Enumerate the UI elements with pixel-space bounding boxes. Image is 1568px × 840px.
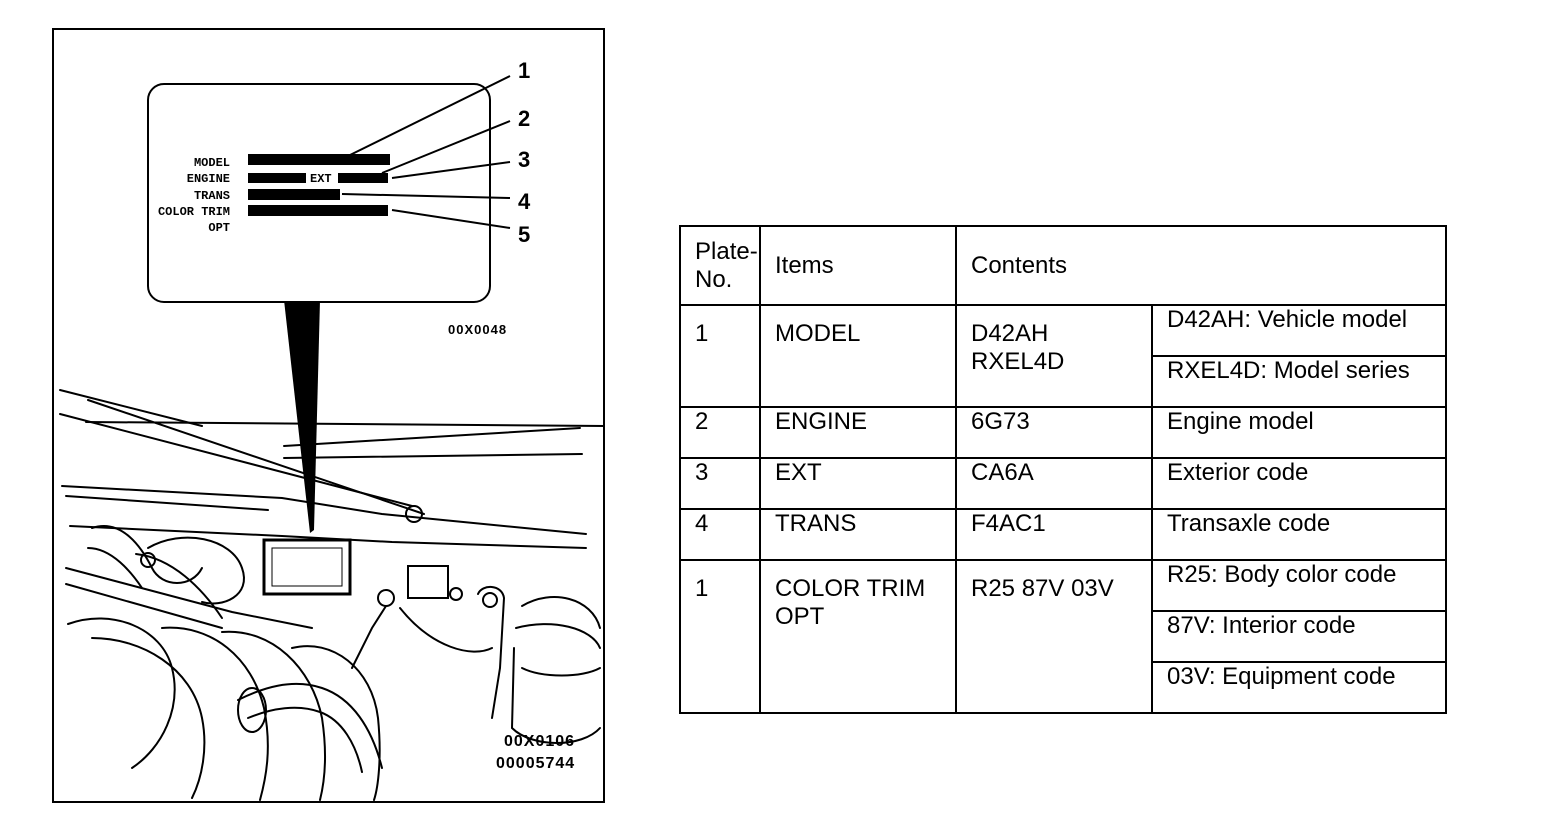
cell-item: TRANS (759, 508, 957, 561)
callout-leaders (341, 75, 511, 229)
plate-bar-trans (248, 189, 340, 200)
inset-code: 00X0048 (448, 322, 507, 337)
figure-illustration: MODEL ENGINE TRANS COLOR TRIM OPT EXT 1 … (52, 28, 605, 803)
engine-bay-linework (59, 389, 605, 801)
plate-label-engine: ENGINE (187, 172, 230, 186)
plate-label-opt: OPT (208, 221, 230, 235)
cell-plate-no: 4 (679, 508, 761, 561)
table-subrow: RXEL4D: Model series (680, 355, 1447, 408)
callout-5: 5 (518, 222, 530, 247)
table-row: 2 ENGINE 6G73 Engine model (679, 406, 1447, 459)
cell-description: Transaxle code (1151, 508, 1447, 561)
table-header-row: Plate-No. Items Contents (679, 225, 1447, 306)
cell-description: Exterior code (1151, 457, 1447, 510)
cell-plate-no: 2 (679, 406, 761, 459)
plate-label-model: MODEL (194, 156, 230, 170)
plate-label-ext: EXT (310, 172, 332, 186)
cell-description: D42AH: Vehicle model (1151, 304, 1447, 357)
figure-code: 00X0106 (504, 733, 575, 750)
cell-item: EXT (759, 457, 957, 510)
callout-4: 4 (518, 189, 531, 214)
plate-bar-engine (248, 173, 306, 183)
cell-item: MODEL (759, 304, 957, 408)
cell-description: 03V: Equipment code (1151, 661, 1447, 714)
cell-item: ENGINE (759, 406, 957, 459)
callout-1: 1 (518, 58, 530, 83)
plate-bar-ext (338, 173, 388, 183)
cell-description: R25: Body color code (1151, 559, 1447, 612)
header-plate-no: Plate-No. (679, 225, 761, 306)
cell-plate-no: 1 (679, 304, 761, 408)
table-row: 3 EXT CA6A Exterior code (679, 457, 1447, 510)
table-row: 4 TRANS F4AC1 Transaxle code (679, 508, 1447, 561)
cell-code: CA6A (955, 457, 1153, 510)
cell-description: 87V: Interior code (1151, 610, 1447, 663)
callout-3: 3 (518, 147, 530, 172)
cell-description: RXEL4D: Model series (1151, 355, 1447, 408)
cell-plate-no: 3 (679, 457, 761, 510)
plate-bar-color-trim (248, 205, 388, 216)
cell-plate-no: 1 (679, 559, 761, 714)
cell-code: 6G73 (955, 406, 1153, 459)
cell-description: Engine model (1151, 406, 1447, 459)
table-subrow: 03V: Equipment code (680, 661, 1447, 714)
header-contents: Contents (955, 225, 1447, 306)
cell-code: F4AC1 (955, 508, 1153, 561)
callout-2: 2 (518, 106, 530, 131)
cell-code: R25 87V 03V (955, 559, 1153, 714)
header-items: Items (759, 225, 957, 306)
plate-label-color-trim: COLOR TRIM (158, 205, 230, 219)
doc-code: 00005744 (496, 755, 575, 772)
table-subrow: 87V: Interior code (680, 610, 1447, 663)
vehicle-info-plate-figure: MODEL ENGINE TRANS COLOR TRIM OPT EXT 1 … (52, 28, 605, 803)
plate-label-trans: TRANS (194, 189, 230, 203)
plate-bar-model (248, 154, 390, 165)
